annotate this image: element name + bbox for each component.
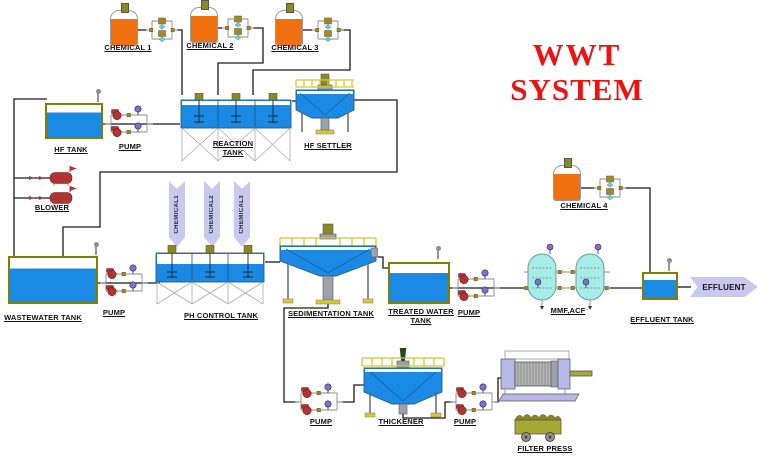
treated-water-pump-station: [452, 269, 500, 301]
label-hf-settler: HF SETTLER: [304, 141, 352, 150]
thickener: [361, 348, 445, 418]
chemical2-arrow-label: CHEMICAL2: [209, 194, 215, 234]
label-reaction-tank: REACTION TANK: [212, 139, 254, 157]
effluent-arrow-label: EFFLUENT: [702, 282, 746, 292]
filter-press: [498, 350, 593, 402]
label-wastewater-pump: PUMP: [102, 308, 126, 317]
treated-water-tank: [388, 262, 450, 304]
label-sedimentation-tank: SEDIMENTATION TANK: [287, 309, 375, 318]
chemical1-arrow-label: CHEMICAL1: [174, 194, 180, 234]
sludge-cart: [514, 414, 562, 442]
label-effluent-tank: EFFLUENT TANK: [630, 315, 694, 324]
treated-water-tank-level-sensor: [435, 246, 441, 259]
label-chemical-4: CHEMICAL 4: [560, 201, 608, 210]
label-chemical-2: CHEMICAL 2: [186, 41, 234, 50]
sedimentation-tank: [279, 223, 378, 305]
hf-tank-level-sensor: [95, 89, 101, 102]
label-mmf-acf: MMF,ACF: [550, 306, 586, 315]
title-line-1: WWT: [532, 37, 622, 72]
chemical1-arrow: CHEMICAL1: [169, 181, 185, 247]
label-blower: BLOWER: [34, 203, 70, 212]
label-wastewater-tank: WASTEWATER TANK: [4, 313, 82, 322]
chemical-4-tank: [553, 158, 581, 201]
label-chemical-3: CHEMICAL 3: [271, 43, 319, 52]
effluent-tank-level-sensor: [666, 258, 672, 271]
diagram-title: WWT SYSTEM: [492, 37, 662, 107]
effluent-arrow: EFFLUENT: [690, 277, 758, 297]
wastewater-tank: [8, 256, 98, 304]
label-sludge-pump-2: PUMP: [453, 417, 477, 426]
chemical-1-dosing-pump: [146, 17, 178, 43]
chemical3-arrow-label: CHEMICAL3: [239, 194, 245, 234]
sludge-pump-station-1: [295, 383, 343, 415]
label-chemical-1: CHEMICAL 1: [104, 43, 152, 52]
label-thickener: THICKENER: [378, 417, 424, 426]
mmf-acf-filters: [524, 243, 610, 310]
chemical3-arrow: CHEMICAL3: [234, 181, 250, 247]
chemical-2-dosing-pump: [222, 15, 254, 41]
title-line-2: SYSTEM: [510, 71, 644, 107]
label-treated-water-tank: TREATED WATER TANK: [388, 307, 454, 325]
sludge-pump-station-2: [450, 383, 498, 415]
hf-pump-station: [105, 105, 153, 137]
chemical-2-tank: [190, 0, 218, 43]
chemical-3-dosing-pump: [312, 17, 344, 43]
label-filter-press: FILTER PRESS: [517, 444, 573, 453]
effluent-tank: [642, 272, 678, 300]
wastewater-pump-station: [100, 264, 148, 296]
label-hf-tank: HF TANK: [54, 145, 88, 154]
chemical-4-dosing-pump: [594, 175, 626, 201]
reaction-tank: [180, 93, 292, 162]
blower-unit: [29, 166, 77, 206]
wastewater-tank-level-sensor: [93, 242, 99, 255]
label-ph-control-tank: PH CONTROL TANK: [183, 311, 259, 320]
hf-settler: [295, 73, 355, 135]
label-treated-water-pump: PUMP: [457, 308, 481, 317]
label-sludge-pump-1: PUMP: [309, 417, 333, 426]
label-hf-pump: PUMP: [118, 142, 142, 151]
hf-tank: [45, 103, 103, 139]
ph-control-tank: [155, 245, 265, 305]
chemical-3-tank: [275, 3, 303, 46]
chemical-1-tank: [110, 3, 138, 46]
chemical2-arrow: CHEMICAL2: [204, 181, 220, 247]
